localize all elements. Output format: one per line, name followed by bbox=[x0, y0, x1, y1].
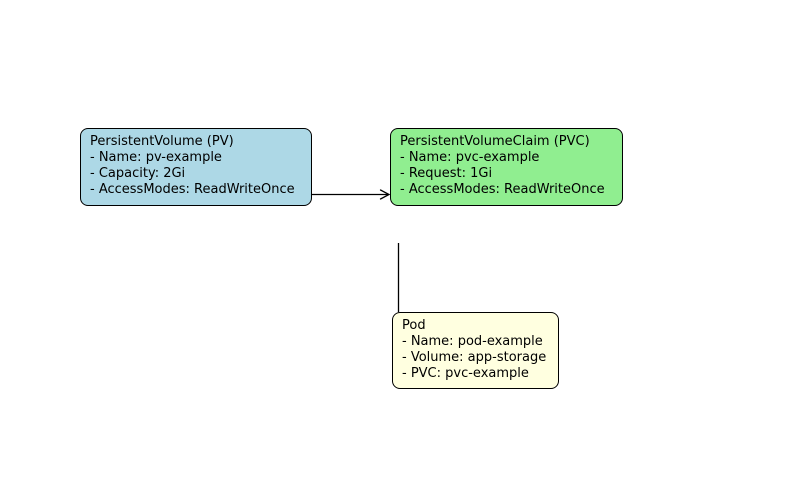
node-pod: Pod - Name: pod-example - Volume: app-st… bbox=[392, 312, 559, 389]
node-pvc-request: - Request: 1Gi bbox=[400, 166, 493, 181]
node-persistent-volume-claim: PersistentVolumeClaim (PVC) - Name: pvc-… bbox=[390, 128, 623, 206]
node-pvc-name: - Name: pvc-example bbox=[400, 150, 540, 165]
node-pod-volume: - Volume: app-storage bbox=[402, 350, 547, 365]
node-pv-title: PersistentVolume (PV) bbox=[90, 134, 234, 149]
node-pod-title: Pod bbox=[402, 318, 426, 333]
node-pvc-title: PersistentVolumeClaim (PVC) bbox=[400, 134, 590, 149]
node-pvc-accessmodes: - AccessModes: ReadWriteOnce bbox=[400, 182, 605, 197]
node-pv-name: - Name: pv-example bbox=[90, 150, 222, 165]
node-pod-pvc: - PVC: pvc-example bbox=[402, 366, 529, 381]
node-pv-capacity: - Capacity: 2Gi bbox=[90, 166, 186, 181]
node-persistent-volume: PersistentVolume (PV) - Name: pv-example… bbox=[80, 128, 312, 206]
node-pv-accessmodes: - AccessModes: ReadWriteOnce bbox=[90, 182, 295, 197]
node-pod-name: - Name: pod-example bbox=[402, 334, 543, 349]
pv-to-pvc-arrow bbox=[311, 189, 391, 200]
